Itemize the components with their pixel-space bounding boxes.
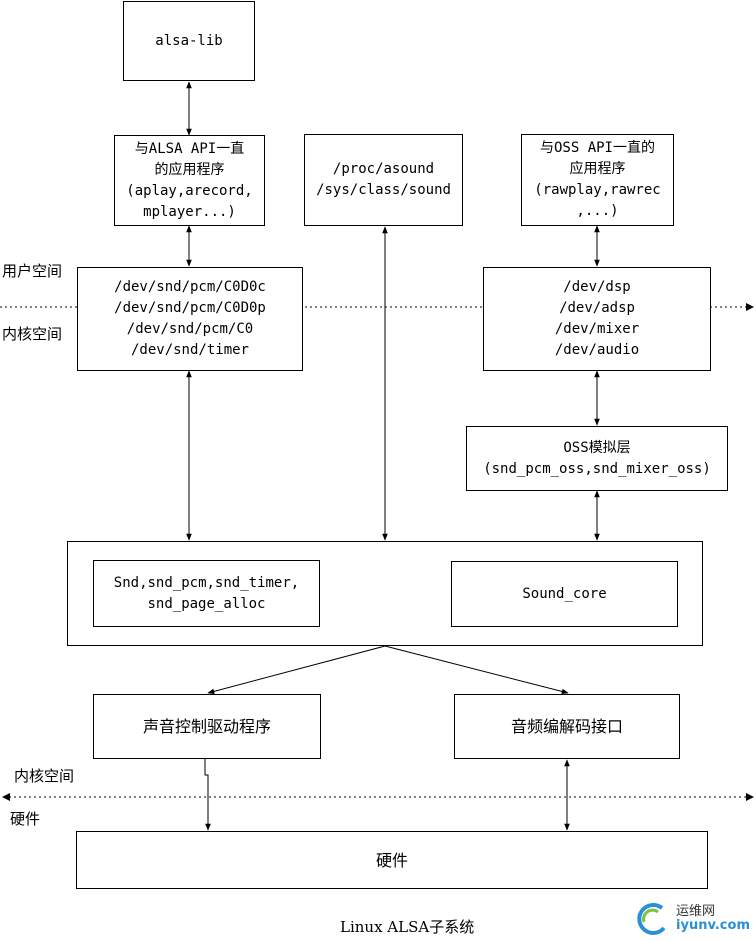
sound-core-text: Sound_core [522,585,607,602]
codec-text: 音频编解码接口 [510,717,623,736]
arrow-core-codec [384,645,569,695]
boundary-arrow-left-bottom [2,793,10,801]
oss-dev-box: /dev/dsp /dev/adsp /dev/mixer /dev/audio [483,267,711,371]
alsa-dev-line-4: /dev/snd/timer [130,342,249,358]
boundary-arrow-right-bottom [746,793,754,801]
oss-dev-line-2: /dev/adsp [559,300,635,316]
proc-line-1: /proc/asound [332,161,435,177]
arrow-driver-hardware [204,759,211,831]
snd-core-line-1: Snd,snd_pcm,snd_timer, [113,574,300,591]
alsa-lib-text: alsa-lib [155,32,223,49]
snd-core-box: Snd,snd_pcm,snd_timer, snd_page_alloc [93,560,320,627]
oss-app-box: 与OSS API一直的 应用程序 (rawplay,rawrec ,...) [521,134,674,226]
oss-app-line-1: 与OSS API一直的 [539,140,655,156]
oss-emu-line-2: (snd_pcm_oss,snd_mixer_oss) [483,460,711,477]
sound-core-box: Sound_core [451,561,678,627]
alsa-app-line-4: mplayer...) [143,203,236,220]
alsa-dev-line-2: /dev/snd/pcm/C0D0p [114,300,266,316]
kernel-space-label-bottom: 内核空间 [14,767,75,785]
watermark: 运维网 iyunv.com [634,902,750,936]
oss-dev-line-4: /dev/audio [554,342,640,358]
oss-app-line-2: 应用程序 [569,161,626,177]
oss-dev-line-1: /dev/dsp [563,279,631,295]
hardware-box: 硬件 [76,831,708,889]
oss-emu-line-1: OSS模拟层 [563,439,631,456]
oss-app-line-4: ,...) [576,203,619,219]
kernel-space-label-top: 内核空间 [2,325,63,343]
alsa-app-line-3: (aplay,arecord, [126,182,253,199]
proc-box: /proc/asound /sys/class/sound [304,134,463,226]
watermark-line-2: iyunv.com [676,918,750,933]
user-space-label: 用户空间 [2,262,63,280]
alsa-dev-line-1: /dev/snd/pcm/C0D0c [114,279,266,295]
oss-dev-line-3: /dev/mixer [554,321,640,337]
diagram-caption: Linux ALSA子系统 [340,918,475,936]
alsa-dev-line-3: /dev/snd/pcm/C0 [126,321,254,337]
boundary-arrow-right-top [746,303,754,311]
oss-emulation-box: OSS模拟层 (snd_pcm_oss,snd_mixer_oss) [466,426,728,491]
alsa-app-box: 与ALSA API一直 的应用程序 (aplay,arecord, mplaye… [114,135,265,226]
hardware-side-label: 硬件 [10,810,41,828]
hardware-text: 硬件 [375,850,408,870]
alsa-lib-box: alsa-lib [123,1,255,81]
driver-box: 声音控制驱动程序 [93,694,321,759]
watermark-logo-icon [637,902,666,935]
codec-box: 音频编解码接口 [454,694,680,759]
proc-line-2: /sys/class/sound [316,182,451,198]
oss-app-line-3: (rawplay,rawrec [534,182,661,198]
driver-text: 声音控制驱动程序 [142,717,271,736]
snd-core-line-2: snd_page_alloc [147,595,266,612]
arrow-core-driver [207,645,386,695]
alsa-app-line-1: 与ALSA API一直 [134,140,245,157]
alsa-app-line-2: 的应用程序 [154,161,225,178]
watermark-line-1: 运维网 [676,904,716,919]
alsa-dev-box: /dev/snd/pcm/C0D0c /dev/snd/pcm/C0D0p /d… [77,267,303,371]
